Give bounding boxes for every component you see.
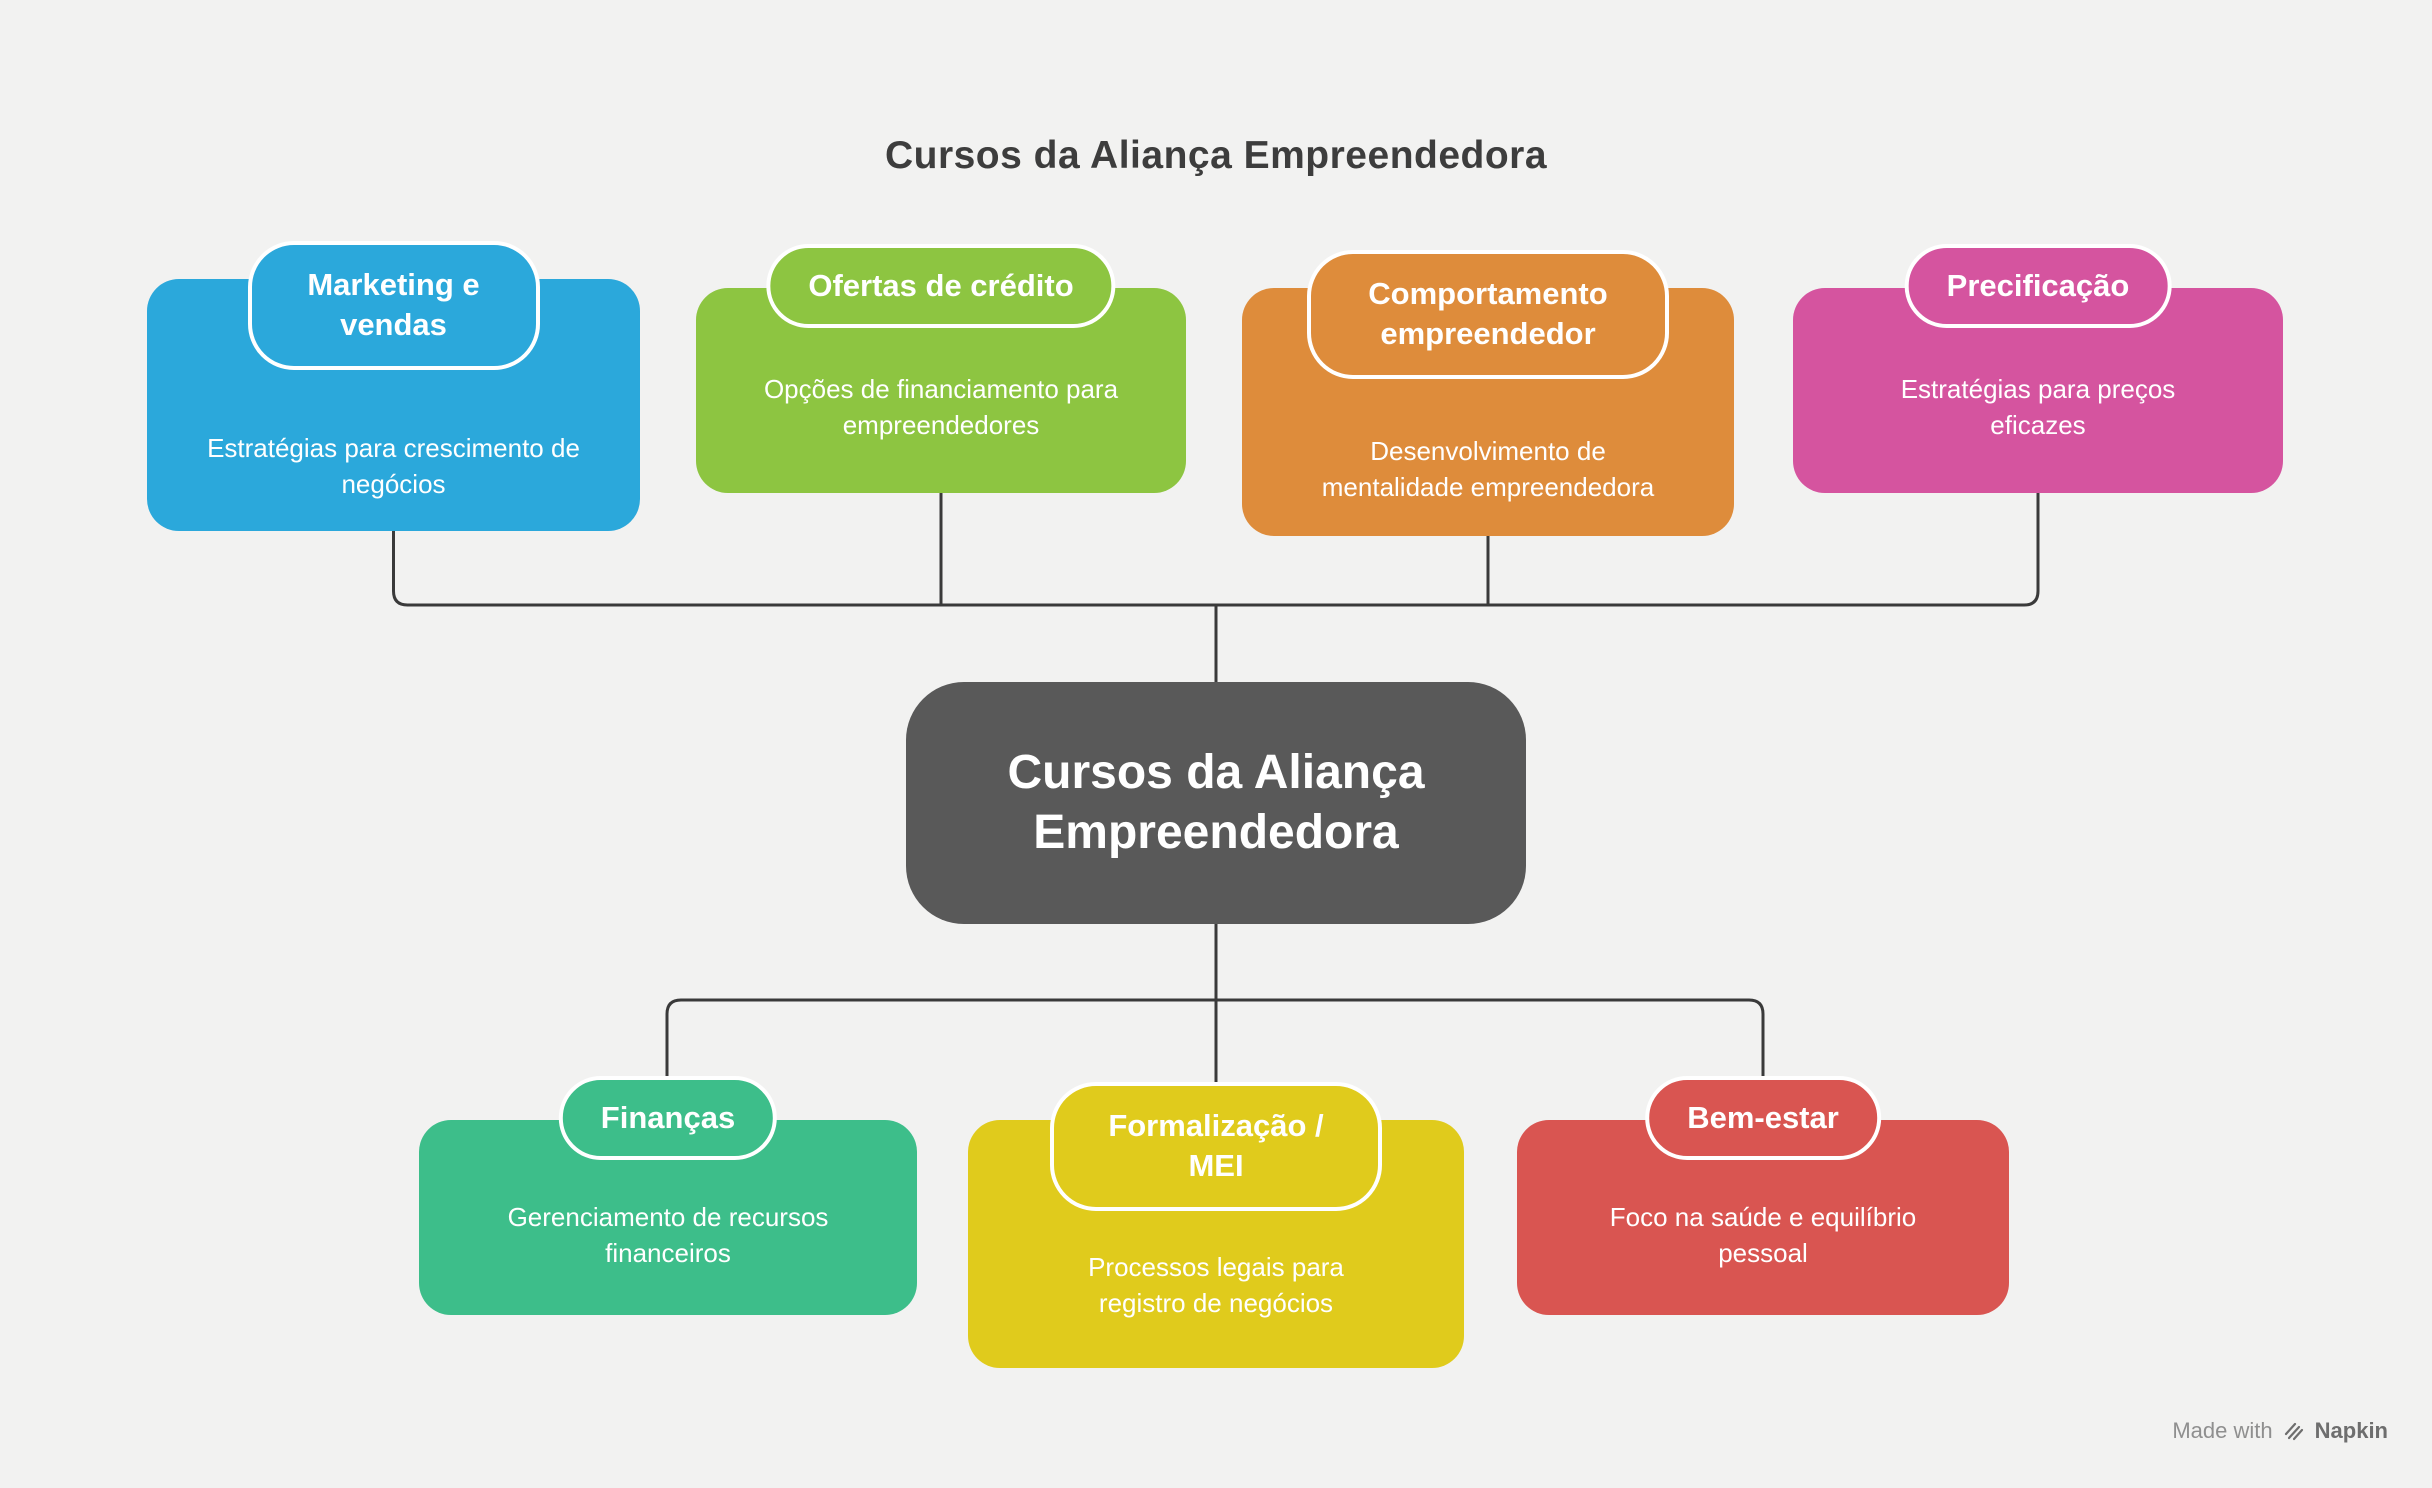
card-precificacao: Precificação Estratégias para preços efi…	[1793, 244, 2283, 493]
napkin-credit: Made with Napkin	[2172, 1418, 2388, 1444]
card-description: Estratégias para preços eficazes	[1900, 374, 2176, 440]
card-description: Foco na saúde e equilíbrio pessoal	[1609, 1202, 1917, 1268]
card-title-pill: Formalização / MEI	[1050, 1082, 1382, 1211]
credit-brand-label: Napkin	[2314, 1418, 2388, 1443]
card-title-pill: Ofertas de crédito	[766, 244, 1116, 329]
credit-made-with-label: Made with	[2172, 1418, 2273, 1443]
card-formalizacao-mei: Formalização / MEI Processos legais para…	[968, 1082, 1464, 1368]
card-description: Estratégias para crescimento de negócios	[207, 433, 580, 499]
card-description: Processos legais para registro de negóci…	[1088, 1252, 1344, 1318]
center-node-title: Cursos da Aliança Empreendedora	[1007, 746, 1425, 859]
napkin-logo-icon	[2282, 1419, 2306, 1443]
connector-top-rail	[392, 491, 2040, 607]
card-comportamento-empreendedor: Comportamento empreendedor Desenvolvimen…	[1242, 250, 1734, 536]
card-description: Opções de financiamento para empreendedo…	[763, 374, 1119, 440]
page-title: Cursos da Aliança Empreendedora	[884, 134, 1548, 178]
card-title-pill: Marketing e vendas	[247, 241, 540, 370]
connector-bottom-rail	[665, 998, 1765, 1127]
card-title-pill: Comportamento empreendedor	[1307, 250, 1669, 379]
card-description: Desenvolvimento de mentalidade empreende…	[1321, 436, 1655, 502]
card-title-pill: Finanças	[558, 1076, 778, 1161]
card-title-pill: Bem-estar	[1645, 1076, 1881, 1161]
card-ofertas-de-credito: Ofertas de crédito Opções de financiamen…	[696, 244, 1186, 493]
card-financas: Finanças Gerenciamento de recursos finan…	[419, 1076, 917, 1315]
card-marketing-e-vendas: Marketing e vendas Estratégias para cres…	[147, 241, 640, 531]
card-description: Gerenciamento de recursos financeiros	[507, 1202, 829, 1268]
center-node: Cursos da Aliança Empreendedora	[906, 682, 1526, 924]
card-title-pill: Precificação	[1904, 244, 2172, 329]
card-bem-estar: Bem-estar Foco na saúde e equilíbrio pes…	[1517, 1076, 2009, 1315]
